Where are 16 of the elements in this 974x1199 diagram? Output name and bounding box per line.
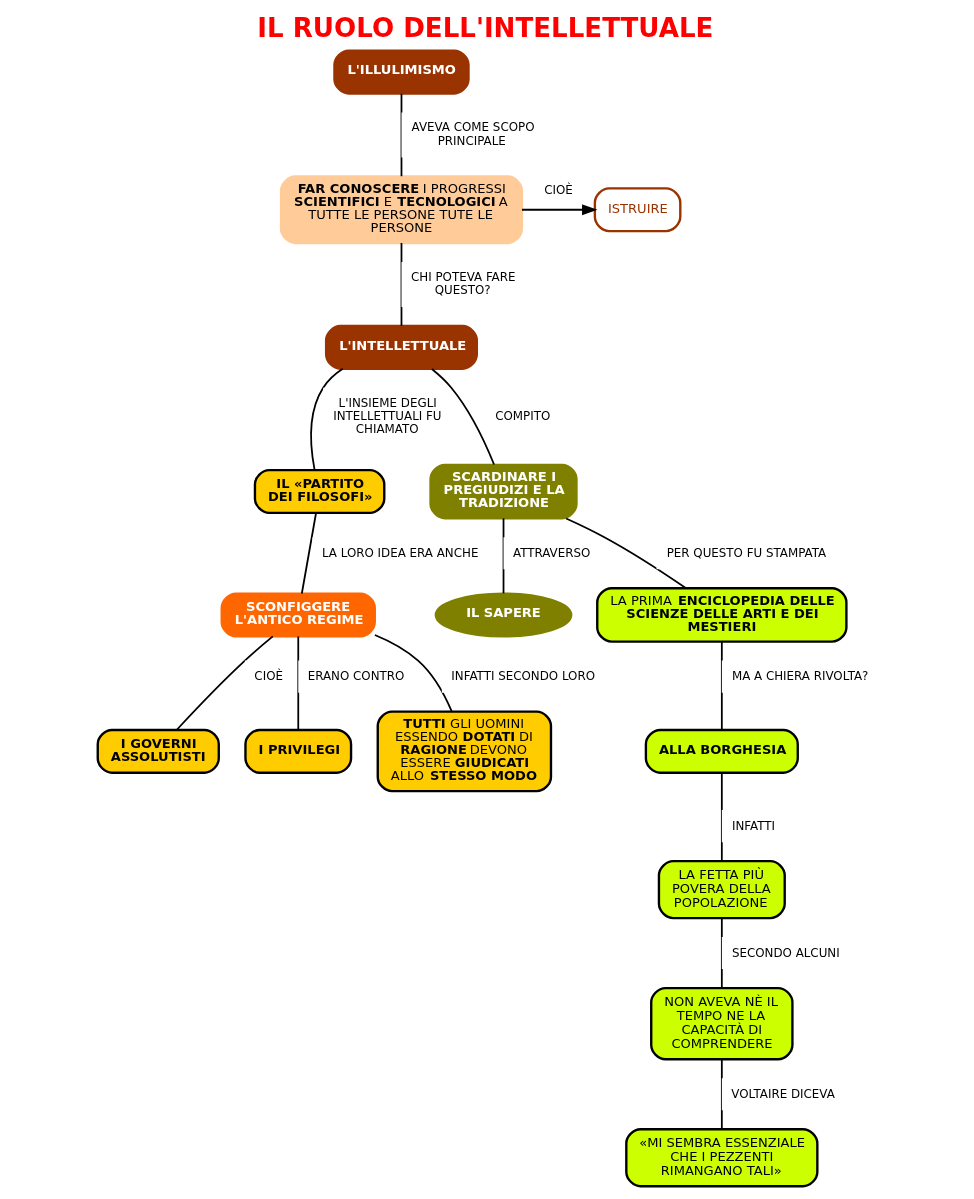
edge-label: CHI POTEVA FARE QUESTO? xyxy=(410,269,515,297)
edge-label: MA A CHIERA RIVOLTA? xyxy=(731,669,868,684)
edge-label: INFATTI SECONDO LORO xyxy=(450,669,595,684)
edge-label: L'INSIEME DEGLI INTELLETTUALI FU CHIAMATO xyxy=(332,396,442,437)
edge-label: LA LORO IDEA ERA ANCHE xyxy=(321,545,478,560)
diagram-title: IL RUOLO DELL'INTELLETTUALE xyxy=(256,13,713,44)
edge-label: SECONDO ALCUNI xyxy=(731,945,840,960)
edge-label: VOLTAIRE DICEVA xyxy=(730,1086,835,1101)
edge-label: PER QUESTO FU STAMPATA xyxy=(666,545,826,560)
edge-label: ERANO CONTRO xyxy=(307,669,404,684)
edge-label: AVEVA COME SCOPO PRINCIPALE xyxy=(411,120,534,148)
edge-label: CIOÈ xyxy=(543,182,573,197)
edge-label: COMPITO xyxy=(494,409,550,424)
edge-label: ATTRAVERSO xyxy=(512,545,590,560)
edge-label: INFATTI xyxy=(731,818,775,833)
edge-label: CIOÈ xyxy=(253,669,283,684)
